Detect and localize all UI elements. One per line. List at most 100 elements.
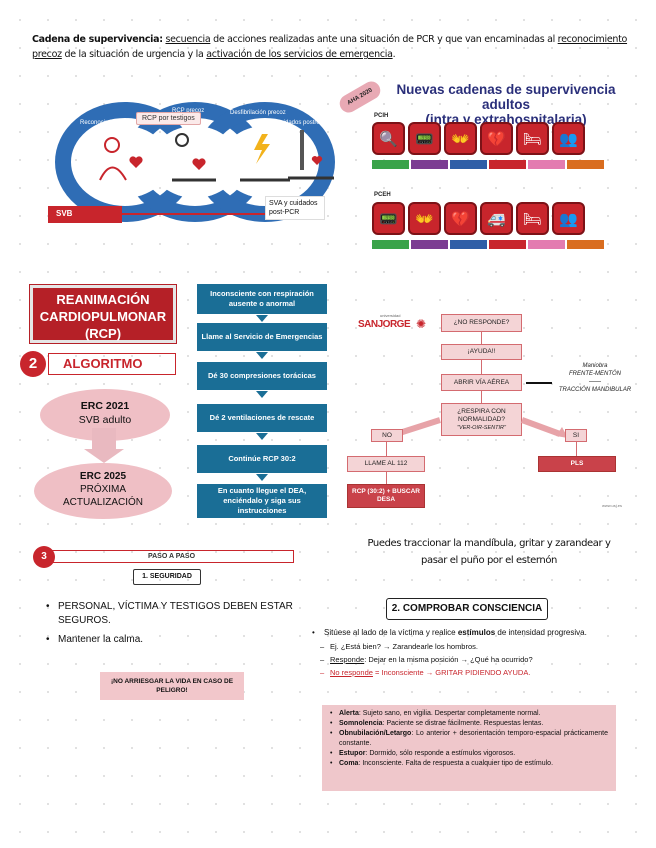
pcih-label: PCIH: [374, 113, 389, 119]
handwritten-note: Puedes traccionar la mandíbula, gritar y…: [367, 538, 611, 566]
rcp-testigos-tag: RCP por testigos: [136, 112, 201, 125]
ring-label-1: Reconocimiento precoz: [80, 120, 143, 126]
maniobra-note: Maniobra FRENTE-MENTÓN —— TRACCIÓN MANDI…: [558, 362, 632, 394]
consciousness-levels-box: Alerta: Sujeto sano, en vigilia. Despert…: [322, 705, 616, 791]
intro-segment: .: [392, 49, 396, 60]
level-item: Somnolencia: Paciente se distrae fácilme…: [330, 719, 608, 729]
node-abrir-via: ABRIR VÍA AÉREA: [441, 374, 522, 391]
chain-step-icon: 🚑: [480, 202, 513, 235]
aha-title-line1: Nuevas cadenas de supervivencia adultos: [396, 82, 616, 112]
intro-b: estímulos: [457, 628, 496, 637]
level-term: Obnubilación/Letargo: [339, 730, 412, 737]
chain-color-strip: [489, 160, 526, 169]
intro-segment: de la situación de urgencia y la: [61, 49, 207, 60]
consciencia-text: Sitúese al lado de la víctima y realice …: [312, 627, 626, 678]
chain-color-strip: [372, 160, 409, 169]
chain-step-icon: 👐: [408, 202, 441, 235]
tree-connector: [386, 442, 387, 456]
flow-step-3: Dé 30 compresiones torácicas: [197, 362, 327, 390]
level-term: Alerta: [339, 710, 359, 717]
defibrillation-icon: [240, 134, 290, 182]
intro-paragraph: Cadena de supervivencia: secuencia de ac…: [32, 32, 632, 62]
flow-arrow: [256, 315, 268, 322]
chain-color-strip: [411, 160, 448, 169]
node-no: NO: [371, 429, 403, 442]
no-responde-line: No responde = Inconsciente → GRITAR PIDI…: [312, 667, 626, 678]
intro-term: Cadena de supervivencia:: [32, 34, 163, 45]
list-item: PERSONAL, VÍCTIMA Y TESTIGOS DEBEN ESTAR…: [46, 600, 306, 628]
sva-post-pcr-label: SVA y cuidados post-PCR: [265, 196, 325, 220]
chain-step-icon: 💔: [480, 122, 513, 155]
level-text: : Sujeto sano, en vigilia. Despertar com…: [358, 710, 541, 717]
level-text: : Inconsciente. Falta de respuesta a cua…: [358, 760, 554, 767]
flow-step-5: Continúe RCP 30:2: [197, 445, 327, 473]
flow-step-6: En cuanto llegue el DEA, enciéndalo y si…: [197, 484, 327, 518]
level-item: Estupor: Dormido, sólo responde a estímu…: [330, 749, 608, 759]
aha-row-extrahospital: 📟👐💔🚑🛏👥: [372, 202, 585, 236]
chain-color-strip: [528, 160, 565, 169]
level-text: : Lo anterior + desorientación temporo-e…: [339, 730, 608, 747]
erc-2025-title: ERC 2025: [79, 471, 127, 482]
chain-of-survival-diagram: Reconocimiento precoz RCP precoz Desfibr…: [50, 100, 346, 235]
intro-segment: de acciones realizadas ante una situació…: [210, 34, 558, 45]
ring-label-2: RCP precoz: [172, 108, 204, 114]
logo-name: SANJORGE: [358, 319, 411, 330]
intro-text: secuencia de acciones realizadas ante un…: [32, 34, 627, 60]
intro-c: de intensidad progresiva.: [495, 628, 587, 637]
cpr-icon: [172, 133, 216, 182]
consciencia-heading: 2. COMPROBAR CONSCIENCIA: [386, 598, 548, 620]
flow-arrow: [256, 352, 268, 359]
chain-ring-svg: Reconocimiento precoz RCP precoz Desfibr…: [55, 102, 346, 222]
consciencia-intro: Sitúese al lado de la víctima y realice …: [312, 627, 626, 639]
level-term: Estupor: [339, 750, 366, 757]
intro-underlined: secuencia: [165, 34, 211, 45]
person-icon: [99, 137, 143, 181]
level-item: Coma: Inconsciente. Falta de respuesta a…: [330, 759, 608, 769]
rcp-title: REANIMACIÓN CARDIOPULMONAR (RCP): [29, 284, 177, 344]
node-respira: ¿RESPIRA CON NORMALIDAD? "VER-OIR-SENTIR…: [441, 403, 522, 436]
flow-step-1: Inconsciente con respiración ausente o a…: [197, 284, 327, 314]
svb-badge: SVB: [48, 206, 122, 223]
level-term: Somnolencia: [339, 720, 383, 727]
seguridad-heading: 1. SEGURIDAD: [133, 569, 201, 585]
flow-arrow: [256, 433, 268, 440]
chain-color-strip: [411, 240, 448, 249]
chain-step-icon: 🛏: [516, 202, 549, 235]
node-si: SI: [565, 429, 587, 442]
tree-connector: [481, 332, 482, 344]
intro-underlined: activación de los servicios de emergenci…: [206, 49, 393, 60]
maniobra-l1: Maniobra: [582, 363, 608, 369]
node-pls: PLS: [538, 456, 616, 472]
chain-color-strip: [450, 160, 487, 169]
erc-2025-line3: ACTUALIZACIÓN: [62, 497, 143, 508]
aha-row-intrahospital: 🔍📟👐💔🛏👥: [372, 122, 585, 156]
warning-box: ¡NO ARRIESGAR LA VIDA EN CASO DE PELIGRO…: [100, 672, 244, 700]
chain-step-icon: 📟: [372, 202, 405, 235]
logo-star-icon: ✺: [416, 317, 427, 331]
erc-2025-line2: PRÓXIMA: [79, 484, 127, 495]
paso-a-paso-bar: PASO A PASO: [50, 550, 294, 563]
maniobra-divider: ——: [589, 379, 601, 385]
responde-line: Responde: Dejar en la misma posición → ¿…: [312, 654, 626, 665]
algorithm-heading: ALGORITMO: [48, 353, 176, 375]
ring-label-3: Desfibrilación precoz: [230, 110, 286, 116]
tree-connector: [576, 442, 577, 456]
example-line: Ej. ¿Está bien? → Zarandearle los hombro…: [312, 641, 626, 652]
algorithm-number: 2: [20, 351, 46, 377]
tree-connector: [386, 472, 387, 484]
chain-step-icon: 🔍: [372, 122, 405, 155]
erc-arrow-head: [84, 449, 124, 463]
pceh-label: PCEH: [374, 192, 391, 198]
chain-step-icon: 👐: [444, 122, 477, 155]
chain-step-icon: 🛏: [516, 122, 549, 155]
flow-step-2: Llame al Servicio de Emergencias: [197, 323, 327, 351]
responde-text: : Dejar en la misma posición → ¿Qué ha o…: [364, 655, 533, 664]
chain-color-strip: [567, 160, 604, 169]
level-item: Alerta: Sujeto sano, en vigilia. Despert…: [330, 709, 608, 719]
paso-number: 3: [33, 546, 55, 568]
seguridad-list: PERSONAL, VÍCTIMA Y TESTIGOS DEBEN ESTAR…: [46, 600, 306, 652]
intro-underlined: reconocimiento precoz: [32, 34, 628, 60]
responde-term: Responde: [330, 655, 365, 664]
erc-2021-subtitle: SVB adulto: [78, 414, 132, 426]
no-responde-term: No responde: [330, 668, 373, 677]
